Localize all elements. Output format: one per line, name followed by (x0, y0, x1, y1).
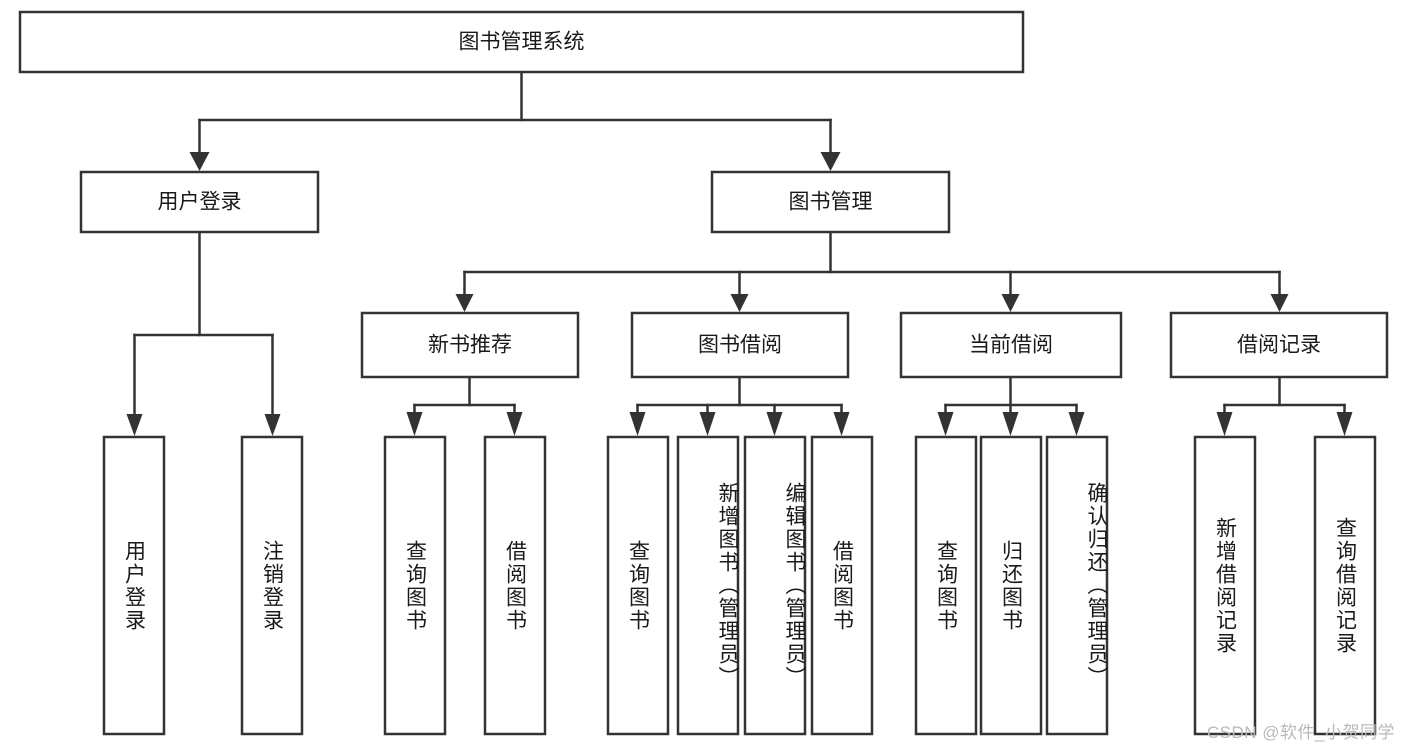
node-label-user-login: 用户登录 (158, 191, 242, 214)
node-box-leaf-add-record[interactable] (1193, 435, 1257, 736)
csdn-watermark: CSDN @软件_小贺同学 (1206, 723, 1395, 742)
node-box-leaf-user-login[interactable] (102, 435, 166, 736)
connector-group-user-login (126, 230, 281, 436)
arrowhead-current-borrow (1001, 294, 1020, 312)
node-label-root: 图书管理系统 (459, 31, 585, 54)
node-box-borrow-record[interactable] (1169, 311, 1389, 379)
arrowhead-leaf-borrow-book-1 (506, 412, 523, 436)
node-box-leaf-return-book[interactable] (979, 435, 1043, 736)
arrowhead-leaf-query-book-3 (937, 412, 954, 436)
arrowhead-leaf-add-record (1216, 412, 1233, 436)
arrowhead-new-book-recommend (455, 294, 474, 312)
arrowhead-leaf-user-login (126, 414, 143, 436)
arrowhead-leaf-query-record (1336, 412, 1353, 436)
arrowhead-leaf-borrow-book-2 (833, 412, 850, 436)
node-box-leaf-query-record[interactable] (1313, 435, 1377, 736)
node-box-leaf-logout[interactable] (240, 435, 304, 736)
connector-group-book-management (455, 230, 1289, 312)
node-box-leaf-edit-book[interactable] (743, 435, 807, 736)
node-label-borrow-record: 借阅记录 (1237, 334, 1321, 357)
node-box-leaf-add-book[interactable] (676, 435, 740, 736)
node-label-book-borrow: 图书借阅 (698, 334, 782, 357)
node-box-leaf-borrow-book-2[interactable] (810, 435, 874, 736)
node-box-leaf-query-book-3[interactable] (914, 435, 978, 736)
arrowhead-leaf-return-book (1002, 412, 1019, 436)
node-box-book-management[interactable] (710, 170, 951, 234)
node-box-leaf-confirm-return[interactable] (1045, 435, 1109, 736)
node-label-book-management: 图书管理 (789, 191, 873, 214)
connector-group-book-borrow (629, 375, 850, 436)
arrowhead-user-login (189, 152, 210, 171)
node-box-current-borrow[interactable] (899, 311, 1123, 379)
arrowhead-leaf-query-book-1 (406, 412, 423, 436)
arrowhead-leaf-logout (264, 414, 281, 436)
connector-group-current-borrow (937, 375, 1085, 436)
arrowhead-leaf-confirm-return (1068, 412, 1085, 436)
node-boxes: 图书管理系统 用户登录 图书管理 新书推荐 图书借阅 当前借阅 借阅记录 (18, 10, 1389, 736)
node-label-current-borrow: 当前借阅 (969, 334, 1053, 357)
node-box-user-login[interactable] (79, 170, 320, 234)
node-box-root[interactable] (18, 10, 1025, 74)
arrowhead-borrow-record (1270, 294, 1289, 312)
node-box-new-book-recommend[interactable] (360, 311, 580, 379)
connector-group-new-book-recommend (406, 375, 523, 436)
node-box-leaf-query-book-2[interactable] (606, 435, 670, 736)
node-box-leaf-query-book-1[interactable] (383, 435, 447, 736)
arrowhead-book-borrow (730, 294, 749, 312)
node-label-new-book-recommend: 新书推荐 (428, 334, 512, 357)
arrowhead-leaf-edit-book (766, 412, 783, 436)
arrowhead-book-management (820, 152, 841, 171)
node-box-book-borrow[interactable] (630, 311, 850, 379)
arrowhead-leaf-add-book (699, 412, 716, 436)
connector-group-borrow-record (1216, 375, 1353, 436)
arrowhead-leaf-query-book-2 (629, 412, 646, 436)
connector-group-root (189, 70, 841, 171)
node-box-leaf-borrow-book-1[interactable] (483, 435, 547, 736)
